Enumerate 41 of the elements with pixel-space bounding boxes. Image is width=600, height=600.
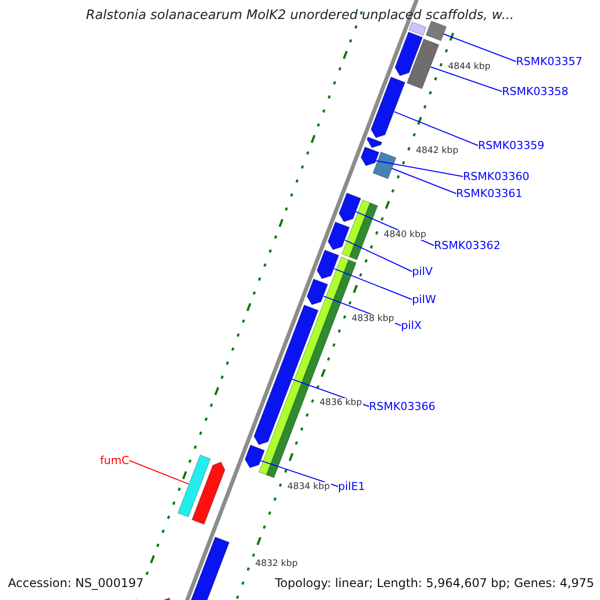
gene-label: pilE1 [338, 480, 366, 493]
leader-line [391, 168, 456, 194]
gene-pentagon [317, 250, 340, 279]
title: Ralstonia solanacearum MolK2 unordered unplaced scaffolds, w... [86, 8, 514, 23]
gene-label: RSMK03362 [434, 239, 500, 252]
gene-bar [372, 152, 396, 179]
scale-label: 4840 kbp [382, 230, 428, 240]
gene-label: RSMK03366 [369, 400, 436, 413]
leader-line [394, 111, 478, 146]
gene-bar [426, 21, 446, 41]
gene-pentagon [254, 305, 318, 445]
gene-label: pilW [412, 293, 436, 306]
leader-line [128, 460, 190, 485]
gene-bar [407, 39, 439, 89]
scale-label: 4836 kbp [318, 398, 363, 408]
gene-label: pilX [401, 319, 422, 332]
leader-line [430, 66, 502, 92]
footer-text: Accession: NS_000197 [8, 576, 144, 590]
gene-label: fumC [100, 454, 130, 467]
footer-text: Topology: linear; Length: 5,964,607 bp; Genes: 4,975 [275, 576, 594, 590]
gene-pentagon [371, 77, 406, 138]
scale-label: 4838 kbp [350, 314, 396, 324]
leader-line [442, 33, 516, 62]
gene-pentagon [339, 193, 361, 222]
gene-label: pilV [412, 265, 433, 278]
leader-line [260, 460, 338, 487]
scale-label: 4834 kbp [286, 482, 331, 492]
gene-label: RSMK03359 [478, 139, 544, 152]
gene-label: RSMK03357 [516, 55, 582, 68]
gene-bar [178, 455, 210, 517]
gene-label: RSMK03361 [456, 187, 522, 200]
scale-label: 4842 kbp [414, 146, 460, 156]
gene-label: RSMK03358 [502, 85, 568, 98]
leader-line [344, 240, 412, 272]
scale-label: 4832 kbp [254, 559, 299, 570]
gene-label: RSMK03360 [463, 170, 530, 183]
gene-pentagon [360, 147, 379, 166]
gene-pentagon [307, 279, 328, 305]
leader-line [334, 268, 412, 300]
scale-label: 4844 kbp [447, 62, 492, 72]
leader-line [374, 160, 464, 177]
